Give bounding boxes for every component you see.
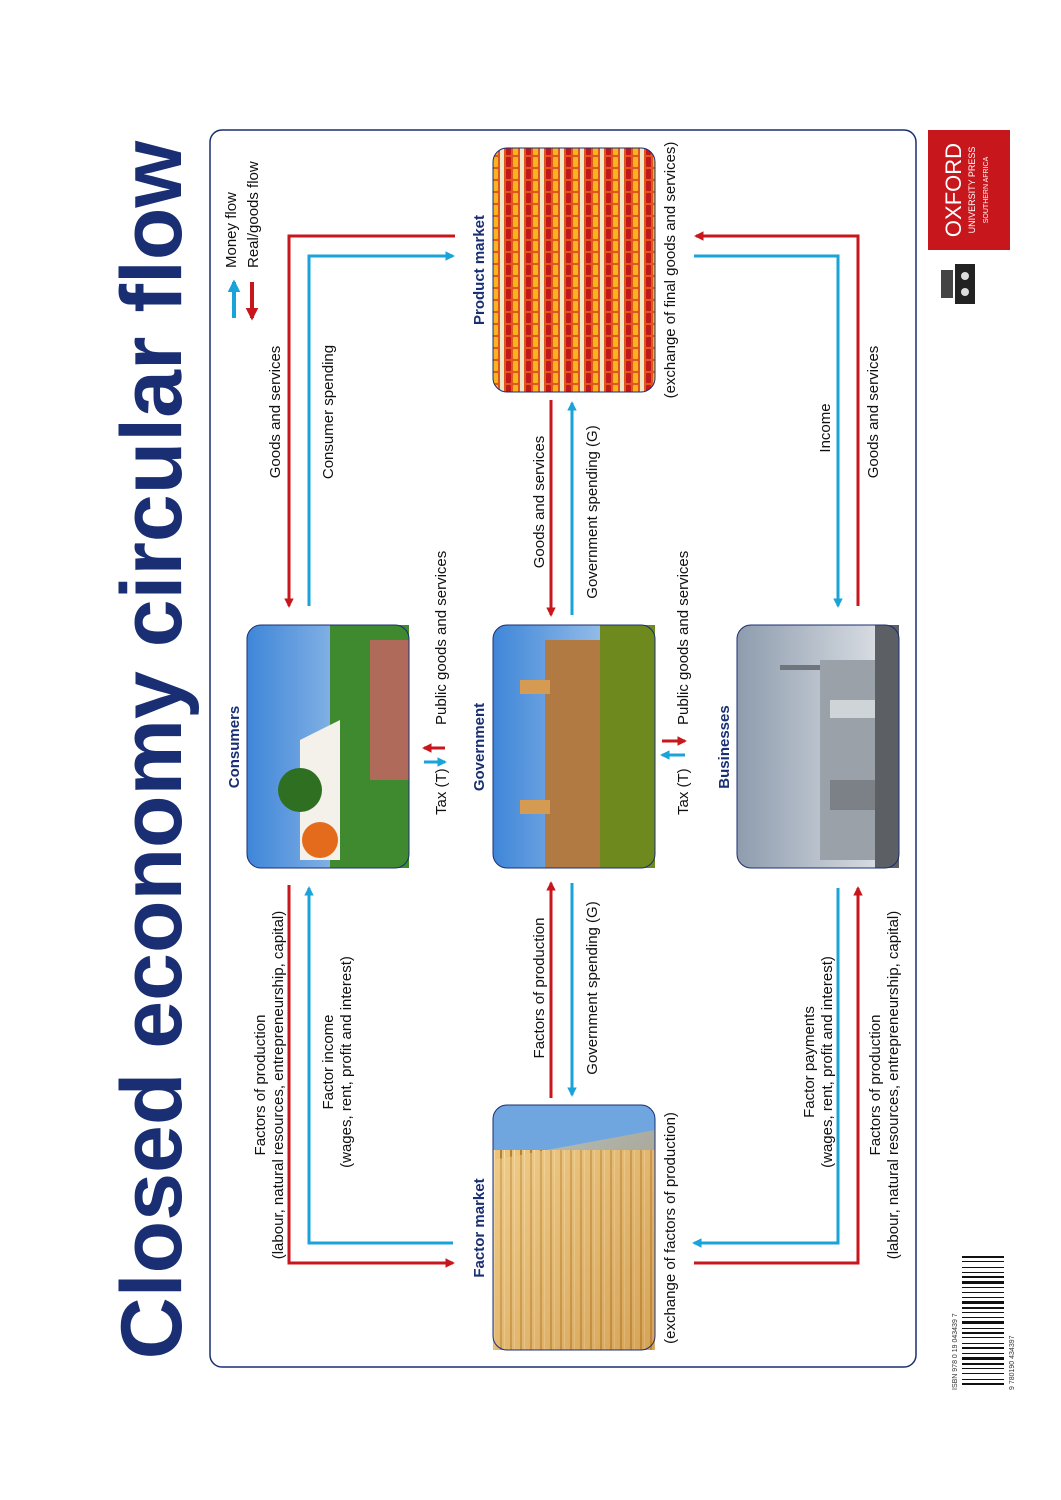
flow-label-factor-income-2: (wages, rent, profit and interest) <box>338 956 355 1168</box>
flow-label-consumers-factor-real-1: Factors of production <box>252 1015 269 1156</box>
product-market-note: (exchange of final goods and services) <box>662 142 679 399</box>
flow-arrow-business-factor-money <box>692 888 840 1248</box>
flow-arrow-product-consumers-real <box>284 234 455 608</box>
legend-money-label: Money flow <box>223 192 240 268</box>
flow-arrow-product-business-money <box>694 254 843 608</box>
product-market-label: Product market <box>471 215 488 325</box>
barcode-bar <box>962 1357 1004 1360</box>
flow-label-business-goods: Goods and services <box>865 346 882 479</box>
oxford-name: OXFORD <box>941 143 966 237</box>
factor-market-node: Factor market (exchange of factors of pr… <box>471 1104 679 1351</box>
flow-label-business-factors-2: (labour, natural resources, entrepreneur… <box>885 911 902 1260</box>
house-garden-photo <box>246 624 410 869</box>
page-title: Closed economy circular flow <box>104 140 200 1360</box>
flow-label-consumers-factor-real-2: (labour, natural resources, entrepreneur… <box>270 911 287 1260</box>
flow-label-consumers-public: Public goods and services <box>433 551 450 725</box>
barcode-bar <box>962 1363 1004 1365</box>
barcode-bar <box>962 1332 1004 1334</box>
businesses-node: Businesses <box>716 624 900 869</box>
factor-market-note: (exchange of factors of production) <box>662 1112 679 1344</box>
flow-label-business-tax: Tax (T) <box>675 768 692 815</box>
flow-label-gov-spending-factor: Government spending (G) <box>584 901 601 1074</box>
flow-label-business-public: Public goods and services <box>675 551 692 725</box>
barcode-bar <box>962 1301 1004 1304</box>
government-node: Government <box>471 624 656 869</box>
flow-label-consumer-spending: Consumer spending <box>320 345 337 479</box>
factory-photo <box>736 624 900 869</box>
flow-label-business-income: Income <box>817 403 834 452</box>
barcode-bar <box>962 1276 1004 1278</box>
barcode-bar <box>962 1379 1004 1380</box>
barcode-digits: 9 780190 434397 <box>1009 1335 1016 1390</box>
barcode-bar <box>962 1256 1004 1258</box>
barcode-bar <box>962 1347 1004 1349</box>
barcode-bar <box>962 1312 1004 1313</box>
barcode-bar <box>962 1261 1004 1262</box>
legend: Money flow Real/goods flow <box>223 161 262 321</box>
consumers-node: Consumers <box>226 624 410 869</box>
flow-arrow-consumers-product-money <box>307 251 455 606</box>
consumers-label: Consumers <box>226 706 243 789</box>
flow-arrow-business-product-real <box>694 231 860 606</box>
barcode-bar <box>962 1337 1004 1338</box>
diagram-frame <box>209 129 917 1368</box>
barcode-bar <box>962 1328 1004 1329</box>
supermarket-shelves-photo <box>492 147 656 393</box>
barcode-bar <box>962 1267 1004 1268</box>
product-market-node: Product market (exchange of final goods … <box>471 142 679 399</box>
flow-arrow-factor-business-real <box>694 886 863 1265</box>
barcode-bar <box>962 1383 1004 1385</box>
timber-photo <box>492 1104 656 1351</box>
flow-arrow-factor-consumers-money <box>304 886 453 1245</box>
flow-label-factor-income-1: Factor income <box>320 1014 337 1109</box>
government-label: Government <box>471 703 488 791</box>
barcode-bar <box>962 1292 1004 1293</box>
barcode-bar <box>962 1297 1004 1298</box>
factor-market-label: Factor market <box>471 1178 488 1277</box>
barcode-bar <box>962 1281 1004 1284</box>
flow-label-factor-payments-1: Factor payments <box>801 1006 818 1118</box>
union-buildings-photo <box>492 624 656 869</box>
flow-label-business-factors-1: Factors of production <box>867 1015 884 1156</box>
flow-label-consumers-goods: Goods and services <box>267 346 284 479</box>
flow-arrow-consumers-factor-real <box>287 885 455 1268</box>
barcode-bar <box>962 1272 1004 1273</box>
flow-label-gov-goods: Goods and services <box>531 436 548 569</box>
flow-label-gov-factors: Factors of production <box>531 918 548 1059</box>
barcode-bar <box>962 1368 1004 1369</box>
legend-real-label: Real/goods flow <box>245 161 262 268</box>
flow-label-gov-spending-product: Government spending (G) <box>584 425 601 598</box>
barcode-bar <box>962 1321 1004 1324</box>
foundation-logo <box>941 264 975 304</box>
oxford-line3: SOUTHERN AFRICA <box>983 156 990 223</box>
barcode-bar <box>962 1307 1004 1309</box>
oxford-logo: OXFORD UNIVERSITY PRESS SOUTHERN AFRICA <box>928 130 1010 250</box>
barcode-bar <box>962 1373 1004 1374</box>
barcode <box>962 1256 1004 1385</box>
barcode-bar <box>962 1317 1004 1318</box>
isbn-block: ISBN 978 0 19 043439 7 9 780190 434397 <box>952 1256 1016 1390</box>
flow-label-consumers-tax: Tax (T) <box>433 768 450 815</box>
oxford-line2: UNIVERSITY PRESS <box>967 147 977 234</box>
barcode-bar <box>962 1343 1004 1344</box>
barcode-bar <box>962 1287 1004 1288</box>
barcode-bar <box>962 1353 1004 1354</box>
businesses-label: Businesses <box>716 705 733 788</box>
flow-label-factor-payments-2: (wages, rent, profit and interest) <box>819 956 836 1168</box>
isbn-label: ISBN 978 0 19 043439 7 <box>952 1313 959 1390</box>
